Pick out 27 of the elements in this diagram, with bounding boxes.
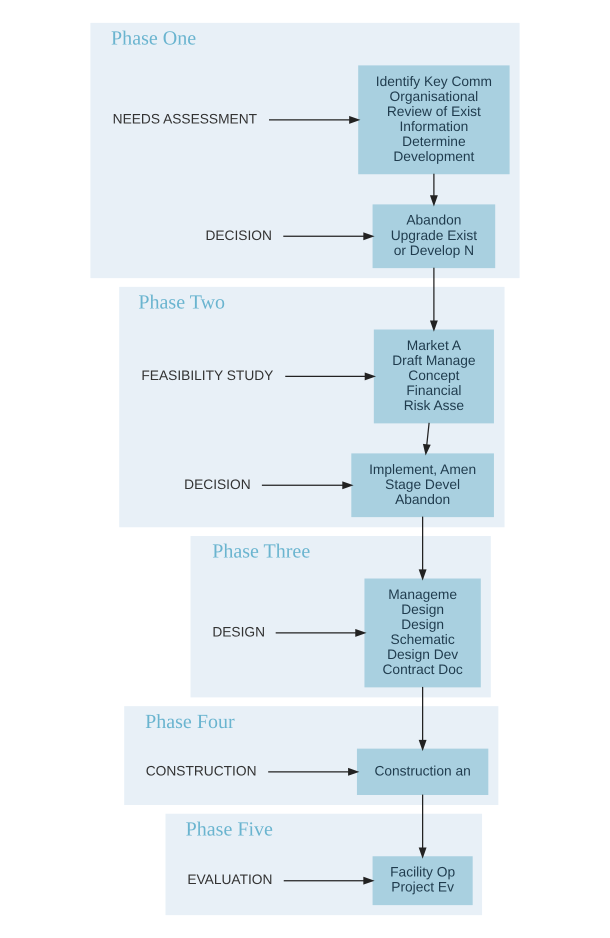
arrow [418, 516, 427, 581]
arrow [262, 481, 354, 490]
arrow [268, 768, 360, 776]
arrow [418, 686, 427, 752]
arrow [269, 116, 360, 124]
node-text: FEASIBILITY STUDY [141, 368, 274, 383]
arrow [422, 422, 431, 456]
node-box: Manageme Design Design Schematic Design Dev Contract Doc [364, 578, 481, 688]
node-text: NEEDS ASSESSMENT [112, 111, 258, 126]
node-text: CONSTRUCTION [146, 763, 257, 778]
arrow [283, 232, 375, 240]
node-box: Abandon Upgrade Exist or Develop N [372, 204, 496, 268]
arrow [418, 794, 427, 859]
arrow [276, 628, 367, 637]
node-text: DECISION [205, 228, 272, 243]
node-text: DESIGN [212, 624, 266, 640]
arrow [285, 372, 376, 380]
node-box: Market A Draft Manage Concept Financial Risk Asse [374, 329, 494, 424]
arrow [430, 174, 438, 207]
arrow [430, 268, 438, 332]
node-box: Identify Key Comm Organisational Review of Exist Information Determine Development [358, 65, 510, 174]
node-box: Facility Op Project Ev [372, 856, 473, 906]
node-box: Construction an [356, 748, 488, 795]
arrow [284, 876, 375, 885]
node-box: Implement, Amen Stage Devel Abandon [351, 453, 494, 518]
node-text: DECISION [184, 476, 251, 492]
node-text: EVALUATION [187, 872, 272, 888]
